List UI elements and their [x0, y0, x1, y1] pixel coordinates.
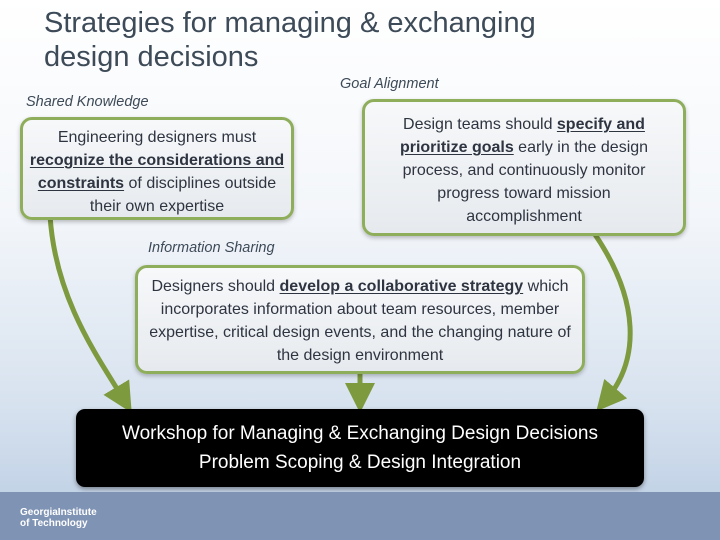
logo-text-line2: of Technology	[20, 518, 88, 529]
goal-text-rest: early in the design process, and continu…	[402, 139, 649, 225]
workshop-title: Workshop for Managing & Exchanging Desig…	[122, 423, 598, 444]
workshop-result-box: Workshop for Managing & Exchanging Desig…	[76, 409, 644, 487]
goal-text-emphasis: specify and prioritize goals	[399, 116, 645, 156]
arrow-goal-to-workshop	[591, 231, 633, 412]
shared-text-line1: Engineering designers must	[57, 129, 257, 146]
workshop-subtitle: Problem Scoping & Design Integration	[198, 452, 522, 473]
arrow-shared-to-workshop	[47, 214, 132, 413]
label-shared-knowledge: Shared Knowledge	[26, 94, 149, 110]
label-goal-alignment: Goal Alignment	[340, 76, 439, 92]
logo-text-line1: GeorgiaInstitute	[20, 507, 97, 518]
box-shared-knowledge: Engineering designers must recognize the…	[20, 117, 294, 220]
georgia-tech-logo: GeorgiaInstitute of Technology	[12, 498, 132, 534]
box-information-sharing: Designers should develop a collaborative…	[135, 265, 585, 374]
footer-bar	[0, 492, 720, 540]
info-text-emphasis: develop a collaborative strategy	[279, 278, 524, 295]
shared-text-emphasis: recognize the considerations and constra…	[29, 152, 285, 192]
goal-text-pre: Design teams should	[403, 116, 557, 133]
info-text-rest: which incorporates information about tea…	[149, 278, 571, 364]
label-information-sharing: Information Sharing	[148, 240, 275, 256]
info-text-pre: Designers should	[151, 278, 280, 295]
box-goal-alignment: Design teams should specify and prioriti…	[362, 99, 686, 236]
slide-title: Strategies for managing & exchanging des…	[44, 7, 536, 73]
shared-text-rest: of disciplines outside their own experti…	[89, 175, 277, 215]
